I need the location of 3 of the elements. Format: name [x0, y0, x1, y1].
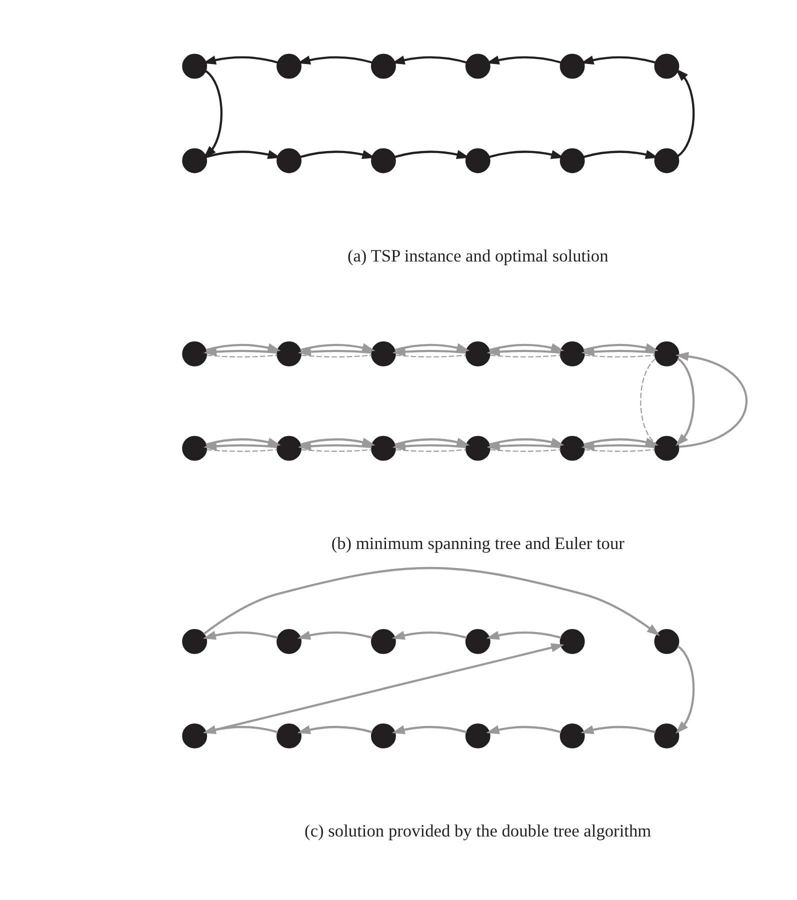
- label: (c) solution provided by the double tree algorithm: [304, 821, 652, 840]
- label: (a) TSP instance and optimal solution: [347, 246, 608, 265]
- label: (b) minimum spanning tree and Euler tour: [331, 534, 624, 553]
